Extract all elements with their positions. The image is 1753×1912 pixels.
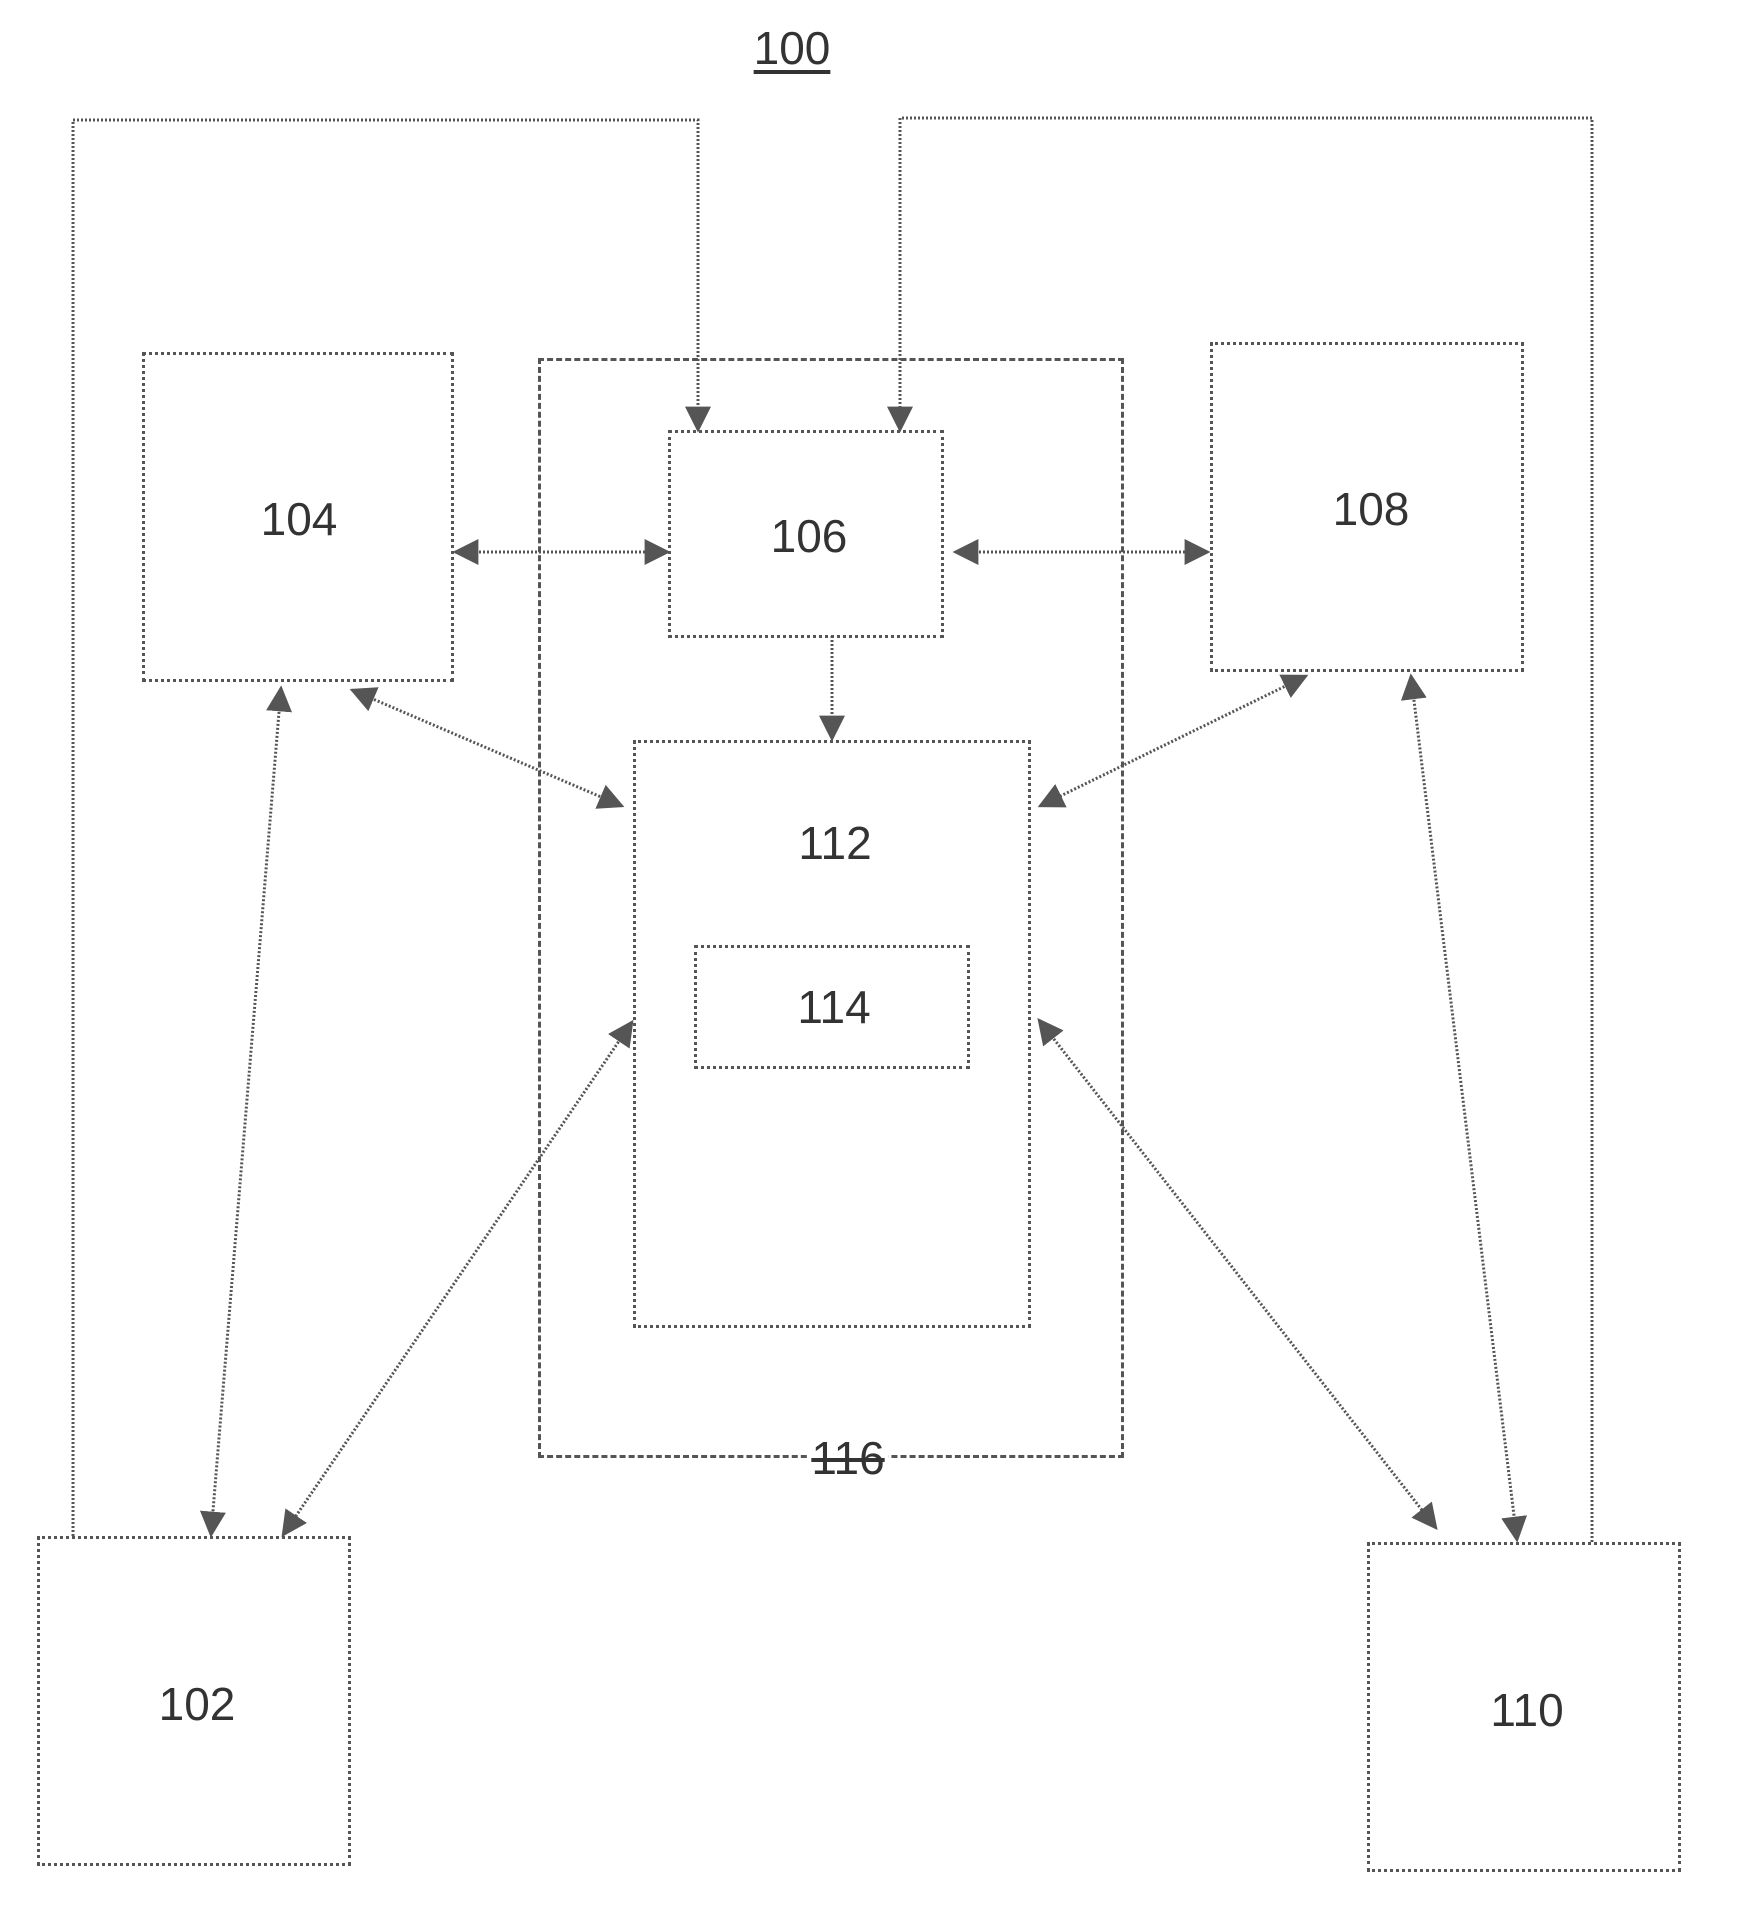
block-110-label: 110	[1490, 1683, 1563, 1737]
figure-title: 100	[754, 21, 831, 75]
block-112-label: 112	[798, 816, 871, 870]
block-106-label: 106	[771, 509, 848, 563]
block-104: 104	[142, 352, 454, 682]
enclosure-label: 116	[807, 1431, 888, 1485]
block-112: 112 114	[633, 740, 1031, 1328]
block-104-label: 104	[261, 492, 338, 546]
block-108-label: 108	[1333, 482, 1410, 536]
link-108-110	[1411, 676, 1517, 1540]
block-102: 102	[37, 1536, 351, 1866]
block-110: 110	[1367, 1542, 1681, 1872]
block-114: 114	[694, 945, 970, 1069]
block-102-label: 102	[159, 1677, 236, 1731]
block-106: 106	[668, 430, 944, 638]
link-104-102	[211, 688, 281, 1535]
block-108: 108	[1210, 342, 1524, 672]
block-114-label: 114	[797, 980, 870, 1034]
